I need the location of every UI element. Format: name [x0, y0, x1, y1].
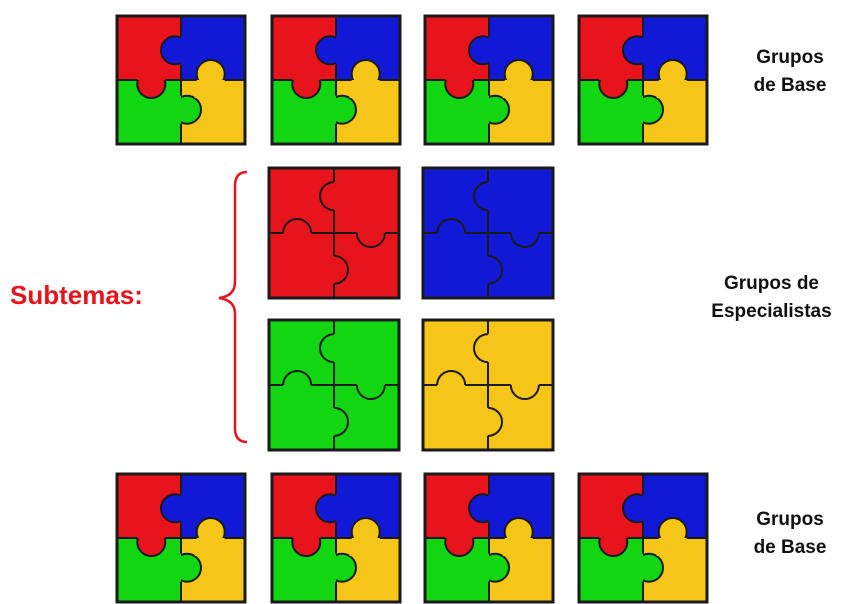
- knob-mask: [503, 538, 535, 556]
- base-group-puzzle-bottom-1: [115, 472, 247, 604]
- knob-mask: [471, 552, 489, 584]
- four-color-puzzle-icon: [577, 472, 709, 604]
- base-group-puzzle-bottom-2: [270, 472, 402, 604]
- knob-mask: [336, 34, 354, 66]
- label-line: Especialistas: [690, 298, 853, 326]
- single-color-puzzle-icon: [421, 318, 555, 452]
- four-color-puzzle-icon: [270, 14, 402, 146]
- label-line: Grupos: [735, 44, 845, 72]
- base-group-puzzle-top-1: [115, 14, 247, 146]
- knob-mask: [471, 94, 489, 126]
- subtemas-label: Subtemas:: [10, 280, 143, 311]
- single-color-puzzle-icon: [267, 166, 401, 300]
- knob-mask: [135, 522, 167, 538]
- knob-mask: [443, 522, 475, 538]
- knob-mask: [597, 522, 629, 538]
- four-color-puzzle-icon: [577, 14, 709, 146]
- knob-mask: [625, 94, 643, 126]
- base-groups-label-bottom: Grupos de Base: [735, 506, 845, 562]
- base-group-puzzle-bottom-4: [577, 472, 709, 604]
- knob-mask: [657, 80, 689, 98]
- knob-mask: [195, 80, 227, 98]
- label-line: de Base: [735, 72, 845, 100]
- specialist-puzzle-red: [267, 166, 401, 300]
- single-color-puzzle-icon: [267, 318, 401, 452]
- four-color-puzzle-icon: [423, 14, 555, 146]
- base-group-puzzle-top-4: [577, 14, 709, 146]
- knob-mask: [195, 538, 227, 556]
- knob-mask: [290, 522, 322, 538]
- knob-mask: [489, 492, 507, 524]
- specialist-puzzle-green: [267, 318, 401, 452]
- specialist-puzzle-blue: [421, 166, 555, 300]
- knob-mask: [318, 94, 336, 126]
- knob-mask: [181, 34, 199, 66]
- base-groups-label-top: Grupos de Base: [735, 44, 845, 100]
- label-line: Grupos de: [690, 270, 853, 298]
- knob-mask: [318, 552, 336, 584]
- knob-mask: [181, 492, 199, 524]
- knob-mask: [163, 94, 181, 126]
- four-color-puzzle-icon: [423, 472, 555, 604]
- four-color-puzzle-icon: [115, 14, 247, 146]
- knob-mask: [443, 64, 475, 80]
- base-group-puzzle-top-2: [270, 14, 402, 146]
- knob-mask: [163, 552, 181, 584]
- knob-mask: [489, 34, 507, 66]
- label-line: Grupos: [735, 506, 845, 534]
- specialist-puzzle-yellow: [421, 318, 555, 452]
- knob-mask: [290, 64, 322, 80]
- knob-mask: [625, 552, 643, 584]
- knob-mask: [336, 492, 354, 524]
- label-line: de Base: [735, 534, 845, 562]
- knob-mask: [643, 34, 661, 66]
- brace-path: [219, 172, 247, 442]
- single-color-puzzle-icon: [421, 166, 555, 300]
- knob-mask: [643, 492, 661, 524]
- knob-mask: [597, 64, 629, 80]
- four-color-puzzle-icon: [115, 472, 247, 604]
- curly-brace-icon: [205, 170, 255, 450]
- knob-mask: [135, 64, 167, 80]
- knob-mask: [503, 80, 535, 98]
- knob-mask: [350, 538, 382, 556]
- base-group-puzzle-bottom-3: [423, 472, 555, 604]
- specialist-groups-label: Grupos de Especialistas: [690, 270, 853, 326]
- knob-mask: [350, 80, 382, 98]
- base-group-puzzle-top-3: [423, 14, 555, 146]
- four-color-puzzle-icon: [270, 472, 402, 604]
- knob-mask: [657, 538, 689, 556]
